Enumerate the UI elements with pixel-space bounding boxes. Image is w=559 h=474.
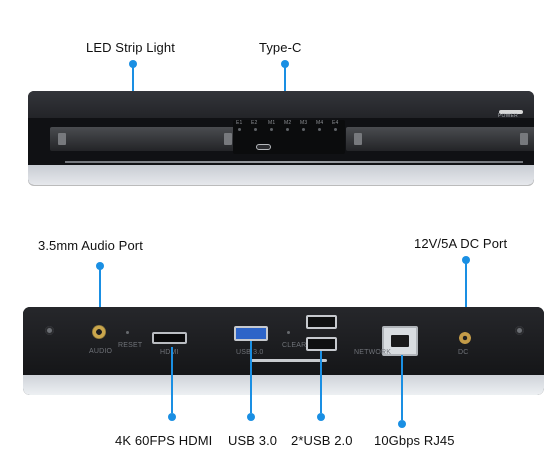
network-port-text: NETWORK: [354, 349, 392, 356]
bay-led-indicator-1: [238, 128, 241, 131]
bay-led-indicator-4: [286, 128, 289, 131]
audio-port-label: 3.5mm Audio Port: [38, 238, 143, 253]
hdmi-callout-dot: [168, 413, 176, 421]
usb-c-port-icon: [256, 144, 271, 150]
dc-callout-line: [465, 262, 467, 332]
card-slot: [251, 359, 327, 362]
dc-port-label: 12V/5A DC Port: [414, 236, 508, 251]
bay-led-label-6: M4: [316, 120, 324, 126]
power-indicator: [499, 110, 523, 114]
bay-led-label-4: M2: [284, 120, 292, 126]
clear-pin-icon: [287, 331, 290, 334]
usb30-label: USB 3.0: [228, 433, 278, 448]
front-device: POWER E1 E2 M1 M2 M3 M4 E4: [28, 91, 534, 185]
bay-led-label-7: E4: [332, 120, 339, 126]
front-center-panel: [233, 120, 345, 154]
bay-led-indicator-6: [318, 128, 321, 131]
usb20-label: 2*USB 2.0: [291, 433, 353, 448]
right-drive-handle-a: [354, 133, 362, 145]
type-c-callout-dot: [281, 60, 289, 68]
usb-3-port-icon: [234, 326, 268, 341]
audio-callout-dot: [96, 262, 104, 270]
rj45-callout-dot: [398, 420, 406, 428]
right-screw-icon: [515, 326, 524, 335]
audio-jack-icon: [92, 325, 106, 339]
power-label: POWER: [498, 113, 518, 119]
rj45-label: 10Gbps RJ45: [374, 433, 455, 448]
rj45-callout-line: [401, 355, 403, 420]
audio-port-text: AUDIO: [89, 348, 113, 355]
audio-callout-line: [99, 268, 101, 331]
dc-callout-dot: [462, 256, 470, 264]
usb30-callout-line: [250, 341, 252, 413]
bay-led-label-3: M1: [268, 120, 276, 126]
bay-led-indicator-2: [254, 128, 257, 131]
back-face: [23, 307, 544, 375]
reset-pin-icon: [126, 331, 129, 334]
bay-led-label-5: M3: [300, 120, 308, 126]
hdmi-callout-line: [171, 347, 173, 413]
right-drive-bay: [346, 127, 534, 151]
right-drive-handle-b: [520, 133, 528, 145]
bay-led-label-2: E2: [251, 120, 258, 126]
left-screw-icon: [45, 326, 54, 335]
usb30-port-text: USB 3.0: [236, 349, 264, 356]
bay-led-indicator-5: [302, 128, 305, 131]
hdmi-port-icon: [152, 332, 187, 344]
hdmi-label: 4K 60FPS HDMI: [115, 433, 213, 448]
usb-2-port-icon: [306, 337, 337, 351]
left-drive-handle-a: [58, 133, 66, 145]
usb-2-port-icon: [306, 315, 337, 329]
clear-port-text: CLEAR: [282, 342, 307, 349]
led-strip-label: LED Strip Light: [86, 40, 175, 55]
dc-power-port-icon: [459, 332, 471, 344]
usb30-callout-dot: [247, 413, 255, 421]
ethernet-port-icon: [382, 326, 418, 356]
usb20-callout-line: [320, 351, 322, 413]
back-shell: [23, 375, 544, 395]
front-shell: [28, 165, 534, 185]
back-device: [23, 307, 544, 395]
usb20-callout-dot: [317, 413, 325, 421]
left-drive-handle-b: [224, 133, 232, 145]
led-strip-light: [65, 161, 523, 163]
bay-led-indicator-3: [270, 128, 273, 131]
hdmi-port-text: HDMI: [160, 349, 179, 356]
front-top-panel: [28, 91, 534, 118]
bay-led-indicator-7: [334, 128, 337, 131]
led-strip-callout-dot: [129, 60, 137, 68]
type-c-label: Type-C: [259, 40, 302, 55]
left-drive-bay: [50, 127, 240, 151]
dc-port-text: DC: [458, 349, 469, 356]
reset-port-text: RESET: [118, 342, 143, 349]
bay-led-label-1: E1: [236, 120, 243, 126]
